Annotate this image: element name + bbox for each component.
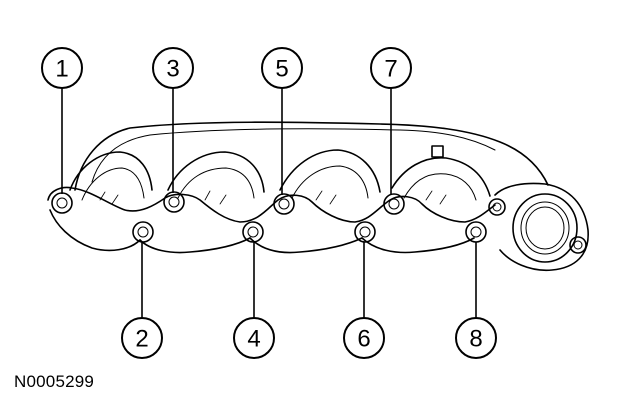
callout-8: 8	[455, 242, 497, 359]
bolt-callouts: 1 2 3 4 5 6 7 8	[41, 47, 497, 359]
callout-number: 7	[384, 56, 397, 83]
callout-5: 5	[261, 47, 303, 195]
callout-number: 2	[135, 326, 148, 353]
callout-circle	[261, 47, 303, 89]
manifold-drawing	[47, 121, 589, 272]
callout-6: 6	[343, 242, 385, 359]
callout-circle	[41, 47, 83, 89]
callout-number: 3	[166, 56, 179, 83]
callout-1: 1	[41, 47, 83, 194]
callout-number: 4	[247, 326, 260, 353]
figure-reference-code: N0005299	[14, 372, 95, 391]
callout-circle	[233, 317, 275, 359]
callout-number: 1	[55, 56, 68, 83]
callout-4: 4	[233, 242, 275, 359]
callout-circle	[152, 47, 194, 89]
callout-circle	[343, 317, 385, 359]
callout-7: 7	[370, 47, 412, 195]
callout-number: 8	[469, 326, 482, 353]
callout-3: 3	[152, 47, 194, 193]
callout-circle	[370, 47, 412, 89]
callout-number: 5	[275, 56, 288, 83]
callout-circle	[455, 317, 497, 359]
callout-2: 2	[121, 242, 163, 359]
callout-circle	[121, 317, 163, 359]
callout-number: 6	[357, 326, 370, 353]
